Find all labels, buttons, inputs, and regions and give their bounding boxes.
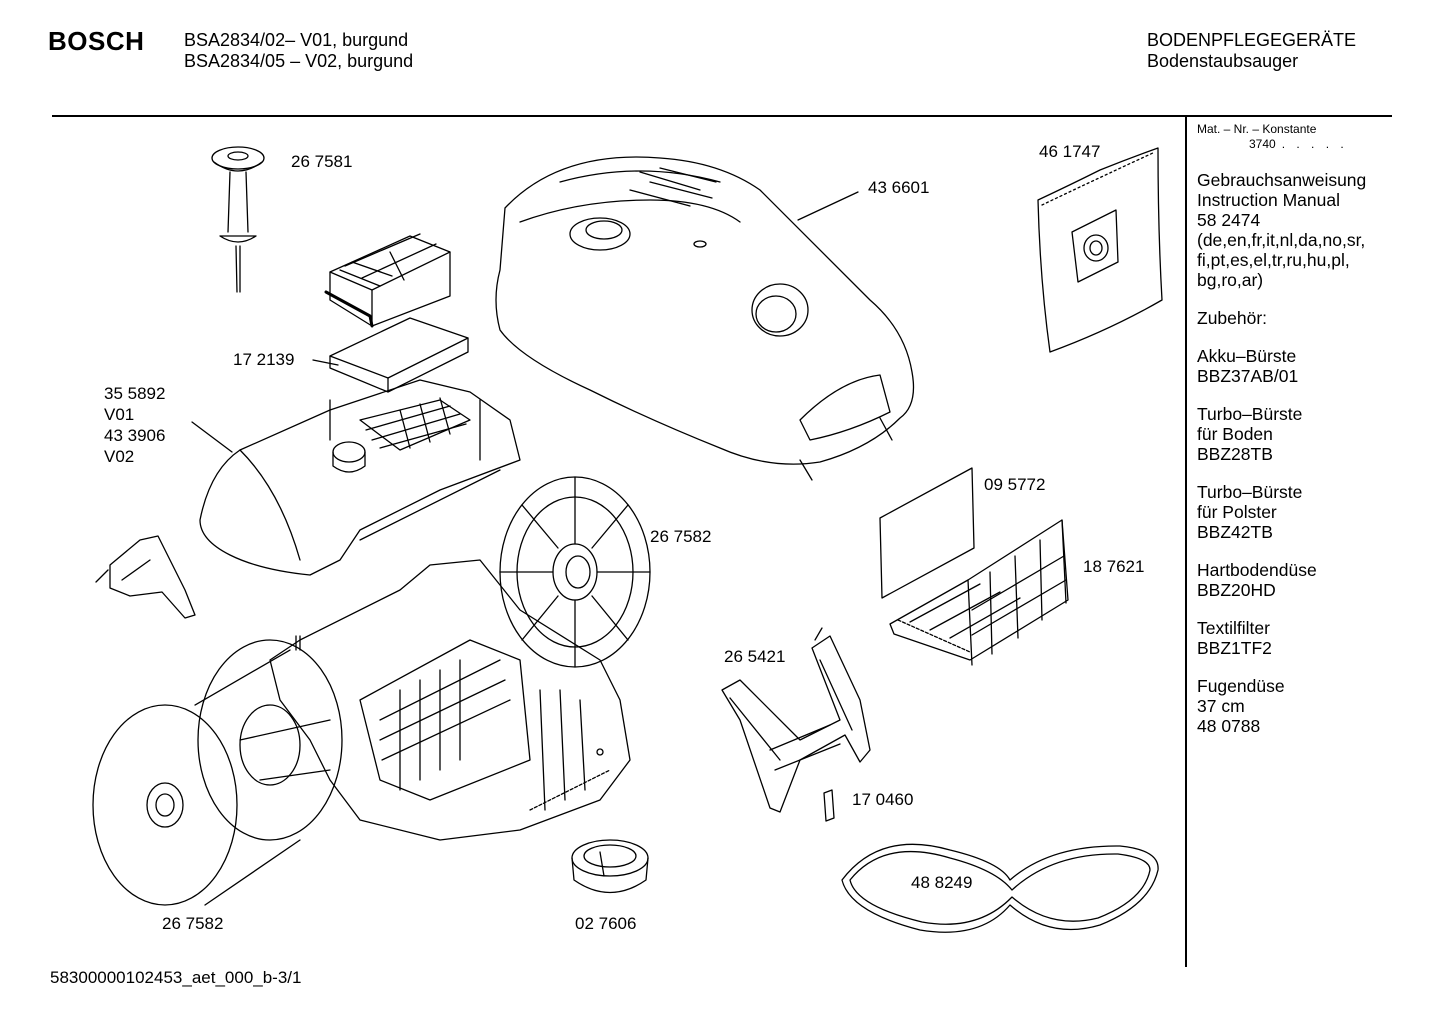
part-label-488249: 48 8249 bbox=[911, 873, 973, 892]
part-drawing-267581 bbox=[212, 147, 264, 292]
part-label-027606: 02 7606 bbox=[575, 914, 637, 933]
sidebar-line: BBZ20HD bbox=[1197, 580, 1276, 600]
part-label-line: 43 3906 bbox=[104, 426, 166, 445]
part-drawing-355892 bbox=[200, 380, 520, 575]
accessory-block: Textilfilter BBZ1TF2 bbox=[1197, 618, 1387, 658]
material-constant: 3740 bbox=[1249, 137, 1276, 151]
sidebar-line: Hartbodendüse bbox=[1197, 560, 1317, 580]
sidebar-line: BBZ37AB/01 bbox=[1197, 366, 1299, 386]
part-label-461747: 46 1747 bbox=[1039, 142, 1101, 161]
sidebar-line: Zubehör: bbox=[1197, 308, 1268, 328]
sidebar-line: Turbo–Bürste bbox=[1197, 404, 1303, 424]
part-drawing-027606 bbox=[572, 840, 648, 893]
accessory-sidebar: Mat. – Nr. – Konstante 3740 . . . . . Geb… bbox=[1197, 122, 1387, 736]
part-label-line: 35 5892 bbox=[104, 384, 166, 403]
accessory-block: Hartbodendüse BBZ20HD bbox=[1197, 560, 1387, 600]
manual-block: Gebrauchsanweisung Instruction Manual 58… bbox=[1197, 170, 1387, 290]
sidebar-line: für Polster bbox=[1197, 502, 1277, 522]
part-label-267582b: 26 7582 bbox=[162, 914, 224, 933]
leader-172139 bbox=[313, 360, 338, 365]
accessory-block: Fugendüse 37 cm 48 0788 bbox=[1197, 676, 1387, 736]
sidebar-line: Fugendüse bbox=[1197, 676, 1285, 696]
material-dots: . . . . . bbox=[1281, 137, 1348, 151]
material-number-value: 3740 . . . . . bbox=[1197, 137, 1387, 152]
part-drawing-488249 bbox=[842, 844, 1158, 932]
accessory-block: Akku–Bürste BBZ37AB/01 bbox=[1197, 346, 1387, 386]
accessories-heading: Zubehör: bbox=[1197, 308, 1387, 328]
part-label-267582a: 26 7582 bbox=[650, 527, 712, 546]
leader-436601 bbox=[798, 192, 858, 220]
part-drawing-187621 bbox=[890, 520, 1068, 665]
model-list: BSA2834/02– V01, burgund BSA2834/05 – V0… bbox=[184, 30, 413, 72]
part-label-355892: 35 5892 V01 43 3906 V02 bbox=[104, 383, 165, 467]
model-line: BSA2834/05 – V02, burgund bbox=[184, 51, 414, 71]
part-label-line: V01 bbox=[104, 405, 135, 424]
sidebar-line: bg,ro,ar) bbox=[1197, 270, 1264, 290]
exploded-view-drawing bbox=[0, 0, 1180, 965]
brand-logo: BOSCH bbox=[48, 26, 145, 56]
document-code: 58300000102453_aet_000_b-3/1 bbox=[50, 968, 302, 987]
sidebar-line: 37 cm bbox=[1197, 696, 1245, 716]
sidebar-divider bbox=[1185, 115, 1187, 967]
sidebar-line: Gebrauchsanweisung bbox=[1197, 170, 1367, 190]
leader-355892 bbox=[192, 422, 232, 452]
sidebar-line: Turbo–Bürste bbox=[1197, 482, 1303, 502]
category-line: BODENPFLEGEGERÄTE bbox=[1147, 30, 1357, 50]
part-drawing-clip bbox=[96, 536, 195, 618]
part-label-095772: 09 5772 bbox=[984, 475, 1046, 494]
part-drawing-267582b bbox=[93, 640, 342, 905]
sidebar-line: BBZ42TB bbox=[1197, 522, 1273, 542]
sidebar-line: BBZ1TF2 bbox=[1197, 638, 1272, 658]
category-line: Bodenstaubsauger bbox=[1147, 51, 1299, 71]
part-drawing-267582a bbox=[500, 477, 650, 667]
sidebar-line: für Boden bbox=[1197, 424, 1273, 444]
part-drawing-172139 bbox=[330, 318, 468, 392]
sidebar-line: BBZ28TB bbox=[1197, 444, 1273, 464]
category-title: BODENPFLEGEGERÄTE Bodenstaubsauger bbox=[1147, 30, 1356, 72]
model-line: BSA2834/02– V01, burgund bbox=[184, 30, 409, 50]
part-label-265421: 26 5421 bbox=[724, 647, 786, 666]
part-drawing-170460 bbox=[824, 790, 834, 821]
part-drawing-filter-box bbox=[326, 234, 450, 326]
sidebar-line: (de,en,fr,it,nl,da,no,sr, bbox=[1197, 230, 1366, 250]
sidebar-line: 58 2474 bbox=[1197, 210, 1261, 230]
sidebar-line: Instruction Manual bbox=[1197, 190, 1340, 210]
header-divider bbox=[52, 115, 1392, 117]
part-label-line: V02 bbox=[104, 447, 135, 466]
sidebar-line: 48 0788 bbox=[1197, 716, 1261, 736]
part-label-187621: 18 7621 bbox=[1083, 557, 1145, 576]
sidebar-line: Akku–Bürste bbox=[1197, 346, 1297, 366]
sidebar-line: Textilfilter bbox=[1197, 618, 1270, 638]
part-drawing-095772 bbox=[880, 468, 974, 598]
part-label-436601: 43 6601 bbox=[868, 178, 930, 197]
material-number-title: Mat. – Nr. – Konstante bbox=[1197, 122, 1317, 136]
part-drawing-436601 bbox=[496, 157, 914, 480]
accessory-block: Turbo–Bürste für Boden BBZ28TB bbox=[1197, 404, 1387, 464]
sidebar-line: fi,pt,es,el,tr,ru,hu,pl, bbox=[1197, 250, 1350, 270]
part-drawing-265421 bbox=[722, 628, 870, 812]
part-drawing-base bbox=[270, 560, 630, 840]
accessory-block: Turbo–Bürste für Polster BBZ42TB bbox=[1197, 482, 1387, 542]
part-label-267581: 26 7581 bbox=[291, 152, 353, 171]
part-drawing-461747 bbox=[1038, 148, 1162, 352]
part-label-172139: 17 2139 bbox=[233, 350, 295, 369]
part-label-170460: 17 0460 bbox=[852, 790, 914, 809]
